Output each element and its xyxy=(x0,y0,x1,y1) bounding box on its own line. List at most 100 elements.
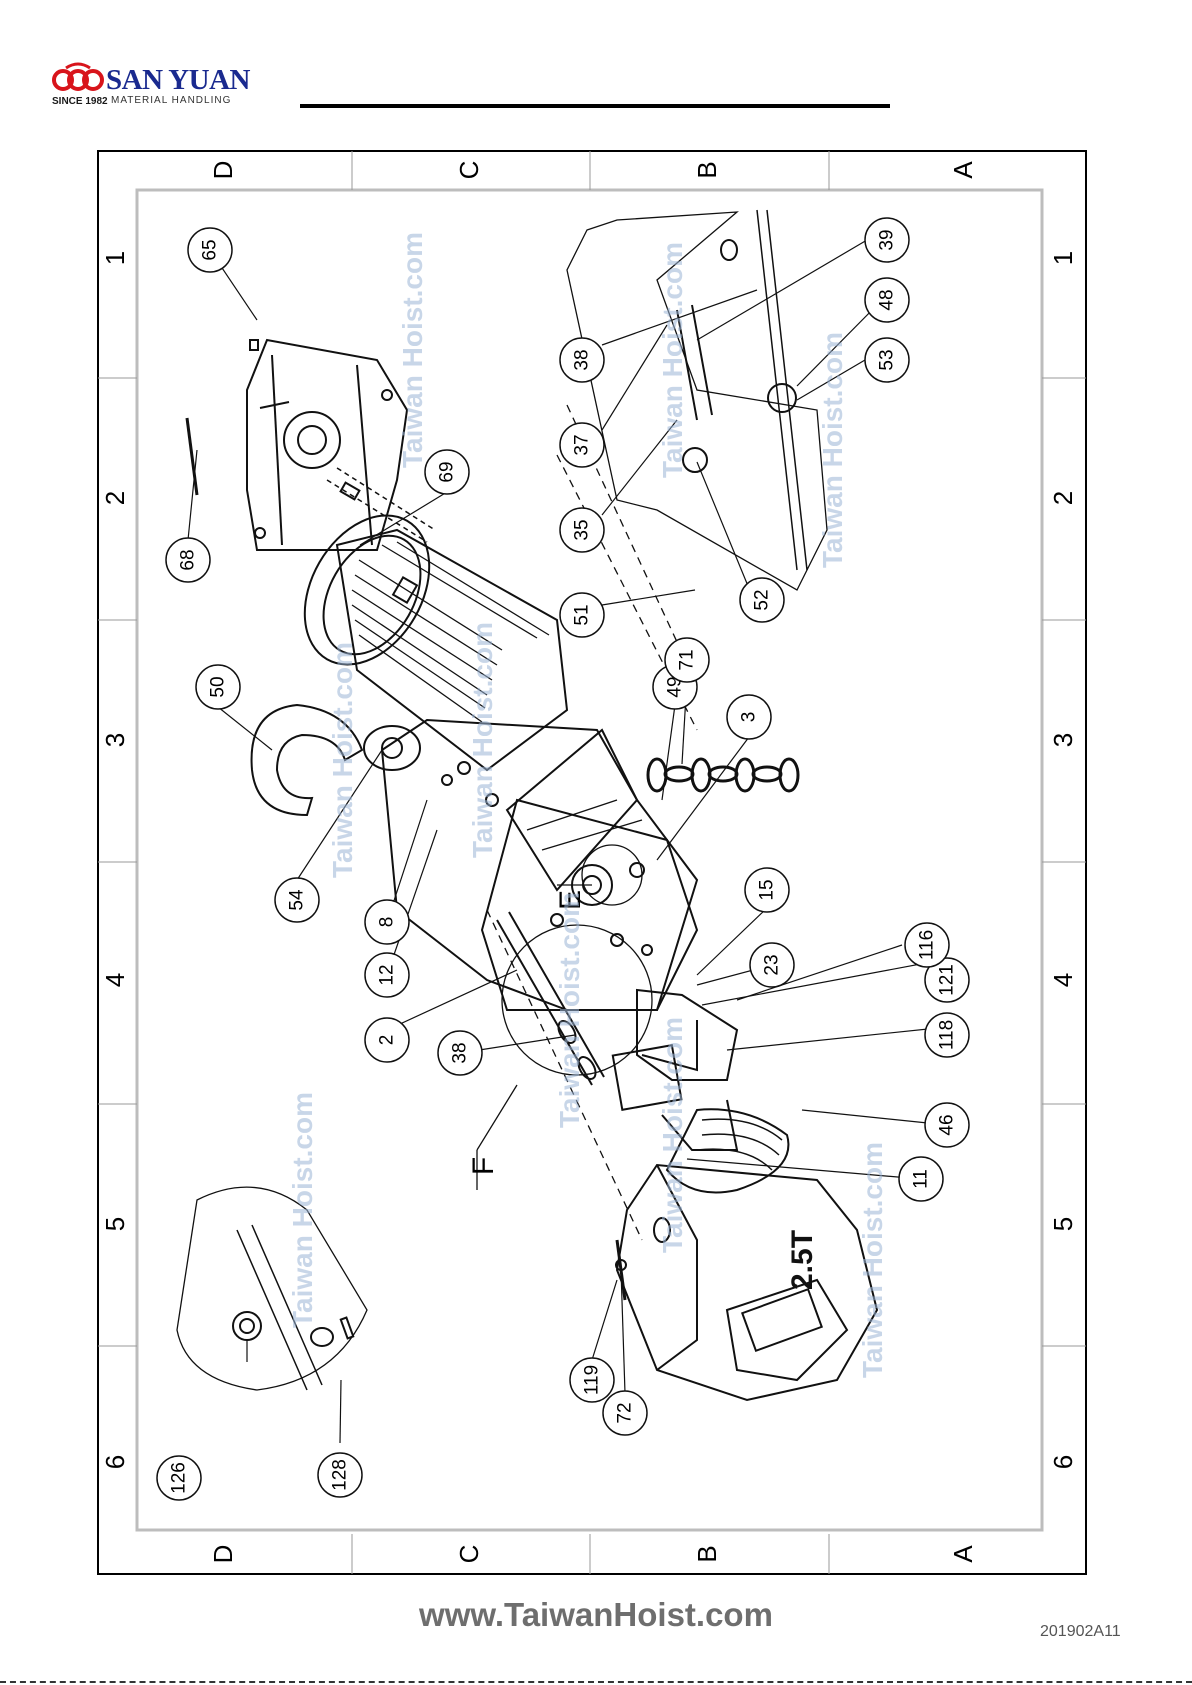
callout-bubble xyxy=(726,694,772,740)
callout-bubble xyxy=(904,922,950,968)
callout-bubble xyxy=(864,337,910,383)
watermark-text: Taiwan Hoist.com xyxy=(327,642,358,878)
callout-bubble xyxy=(602,1390,648,1436)
fan-cover-drawing xyxy=(246,338,409,551)
shaft-38-drawing xyxy=(496,911,605,1086)
callout-leaders xyxy=(187,239,948,1444)
tagline: MATERIAL HANDLING xyxy=(111,95,232,106)
callout-71: 71 xyxy=(664,637,710,683)
detail-view-b-drawing xyxy=(566,209,828,591)
bottom-rule xyxy=(0,1681,1192,1683)
callout-128: 128 xyxy=(317,1452,363,1498)
callout-bubble xyxy=(569,1357,615,1403)
detail-circle-e xyxy=(581,844,643,906)
detail-view-c6-drawing xyxy=(176,1186,368,1391)
callout-bubble xyxy=(317,1452,363,1498)
callout-bubble xyxy=(156,1455,202,1501)
callout-number: 2 xyxy=(377,1035,398,1046)
callout-bubble xyxy=(898,1156,944,1202)
callout-23: 23 xyxy=(749,942,795,988)
callout-15: 15 xyxy=(744,867,790,913)
callout-38: 38 xyxy=(559,337,605,383)
watermark-text: Taiwan Hoist.com xyxy=(657,1017,688,1253)
callout-bubble xyxy=(864,217,910,263)
border-number-left-2: 2 xyxy=(100,491,130,505)
callout-35: 35 xyxy=(559,507,605,553)
callout-bubble xyxy=(437,1030,483,1076)
border-number-left-3: 3 xyxy=(100,733,130,747)
callout-bubble xyxy=(195,664,241,710)
callout-bubble xyxy=(664,637,710,683)
watermark-text: Taiwan Hoist.com xyxy=(857,1142,888,1378)
callout-bubble xyxy=(739,577,785,623)
callout-51: 51 xyxy=(559,592,605,638)
callout-number: 37 xyxy=(572,434,593,455)
brand-name: SAN YUAN xyxy=(106,64,250,96)
border-letter-top-3: B xyxy=(692,161,722,178)
callout-bubble xyxy=(424,449,470,495)
border-number-right-2: 2 xyxy=(1048,491,1078,505)
since-label: SINCE 1982 xyxy=(52,96,108,107)
callout-number: 48 xyxy=(877,289,898,310)
callout-number: 15 xyxy=(757,879,778,900)
callout-118: 118 xyxy=(924,1012,970,1058)
callout-number: 126 xyxy=(169,1462,190,1494)
callout-number: 119 xyxy=(582,1365,603,1395)
callout-number: 38 xyxy=(450,1042,471,1063)
callout-number: 51 xyxy=(572,604,593,625)
control-box-drawing xyxy=(611,988,790,1194)
callout-number: 116 xyxy=(917,930,938,960)
callout-53: 53 xyxy=(864,337,910,383)
callout-bubble xyxy=(559,422,605,468)
callout-bubble xyxy=(559,507,605,553)
border-letter-top-4: A xyxy=(948,161,978,179)
border-number-right-3: 3 xyxy=(1048,733,1078,747)
watermark-text: Taiwan Hoist.com xyxy=(287,1092,318,1328)
callout-50: 50 xyxy=(195,664,241,710)
callout-number: 39 xyxy=(877,229,898,250)
callout-72: 72 xyxy=(602,1390,648,1436)
callout-bubble xyxy=(864,277,910,323)
border-number-right-1: 1 xyxy=(1048,251,1078,265)
callout-bubble xyxy=(364,1017,410,1063)
callout-bubble xyxy=(924,957,970,1003)
callout-number: 128 xyxy=(330,1459,351,1491)
border-number-right-6: 6 xyxy=(1048,1455,1078,1469)
callout-number: 11 xyxy=(911,1169,932,1189)
border-number-left-1: 1 xyxy=(100,251,130,265)
callout-number: 3 xyxy=(739,712,760,723)
border-letter-bottom-3: B xyxy=(692,1545,722,1562)
document-code: 201902A11 xyxy=(1040,1623,1121,1640)
callout-bubble xyxy=(924,1102,970,1148)
load-chain-drawing xyxy=(646,757,800,793)
logo-emblem-icon xyxy=(52,62,104,91)
detail-label-f: F xyxy=(467,1157,500,1175)
border-letter-top-1: D xyxy=(208,161,238,180)
callout-54: 54 xyxy=(274,877,320,923)
watermark-layer: Taiwan Hoist.com Taiwan Hoist.com Taiwan… xyxy=(287,232,888,1378)
border-number-left-4: 4 xyxy=(100,973,130,987)
callout-2: 2 xyxy=(364,1017,410,1063)
hook-drawing xyxy=(250,703,421,817)
border-ticks xyxy=(98,151,1086,1574)
border-letter-top-2: C xyxy=(454,161,484,180)
callout-bubble xyxy=(559,337,605,383)
callout-bubble xyxy=(559,592,605,638)
watermark-text: Taiwan Hoist.com xyxy=(554,892,585,1128)
header-rule xyxy=(300,104,890,108)
callout-37: 37 xyxy=(559,422,605,468)
callout-bubble xyxy=(749,942,795,988)
capacity-label: 2.5T xyxy=(786,1230,819,1290)
hoist-line-art xyxy=(176,209,879,1402)
callout-8: 8 xyxy=(364,899,410,945)
border-number-left-6: 6 xyxy=(100,1455,130,1469)
callout-69: 69 xyxy=(424,449,470,495)
callout-number: 35 xyxy=(572,519,593,540)
callout-119: 119 xyxy=(569,1357,615,1403)
border-number-right-4: 4 xyxy=(1048,973,1078,987)
callout-65: 65 xyxy=(187,227,233,273)
company-logo: SAN YUAN SINCE 1982 MATERIAL HANDLING xyxy=(52,62,252,112)
callout-46: 46 xyxy=(924,1102,970,1148)
callout-number: 68 xyxy=(178,549,199,570)
callout-number: 54 xyxy=(287,889,308,911)
